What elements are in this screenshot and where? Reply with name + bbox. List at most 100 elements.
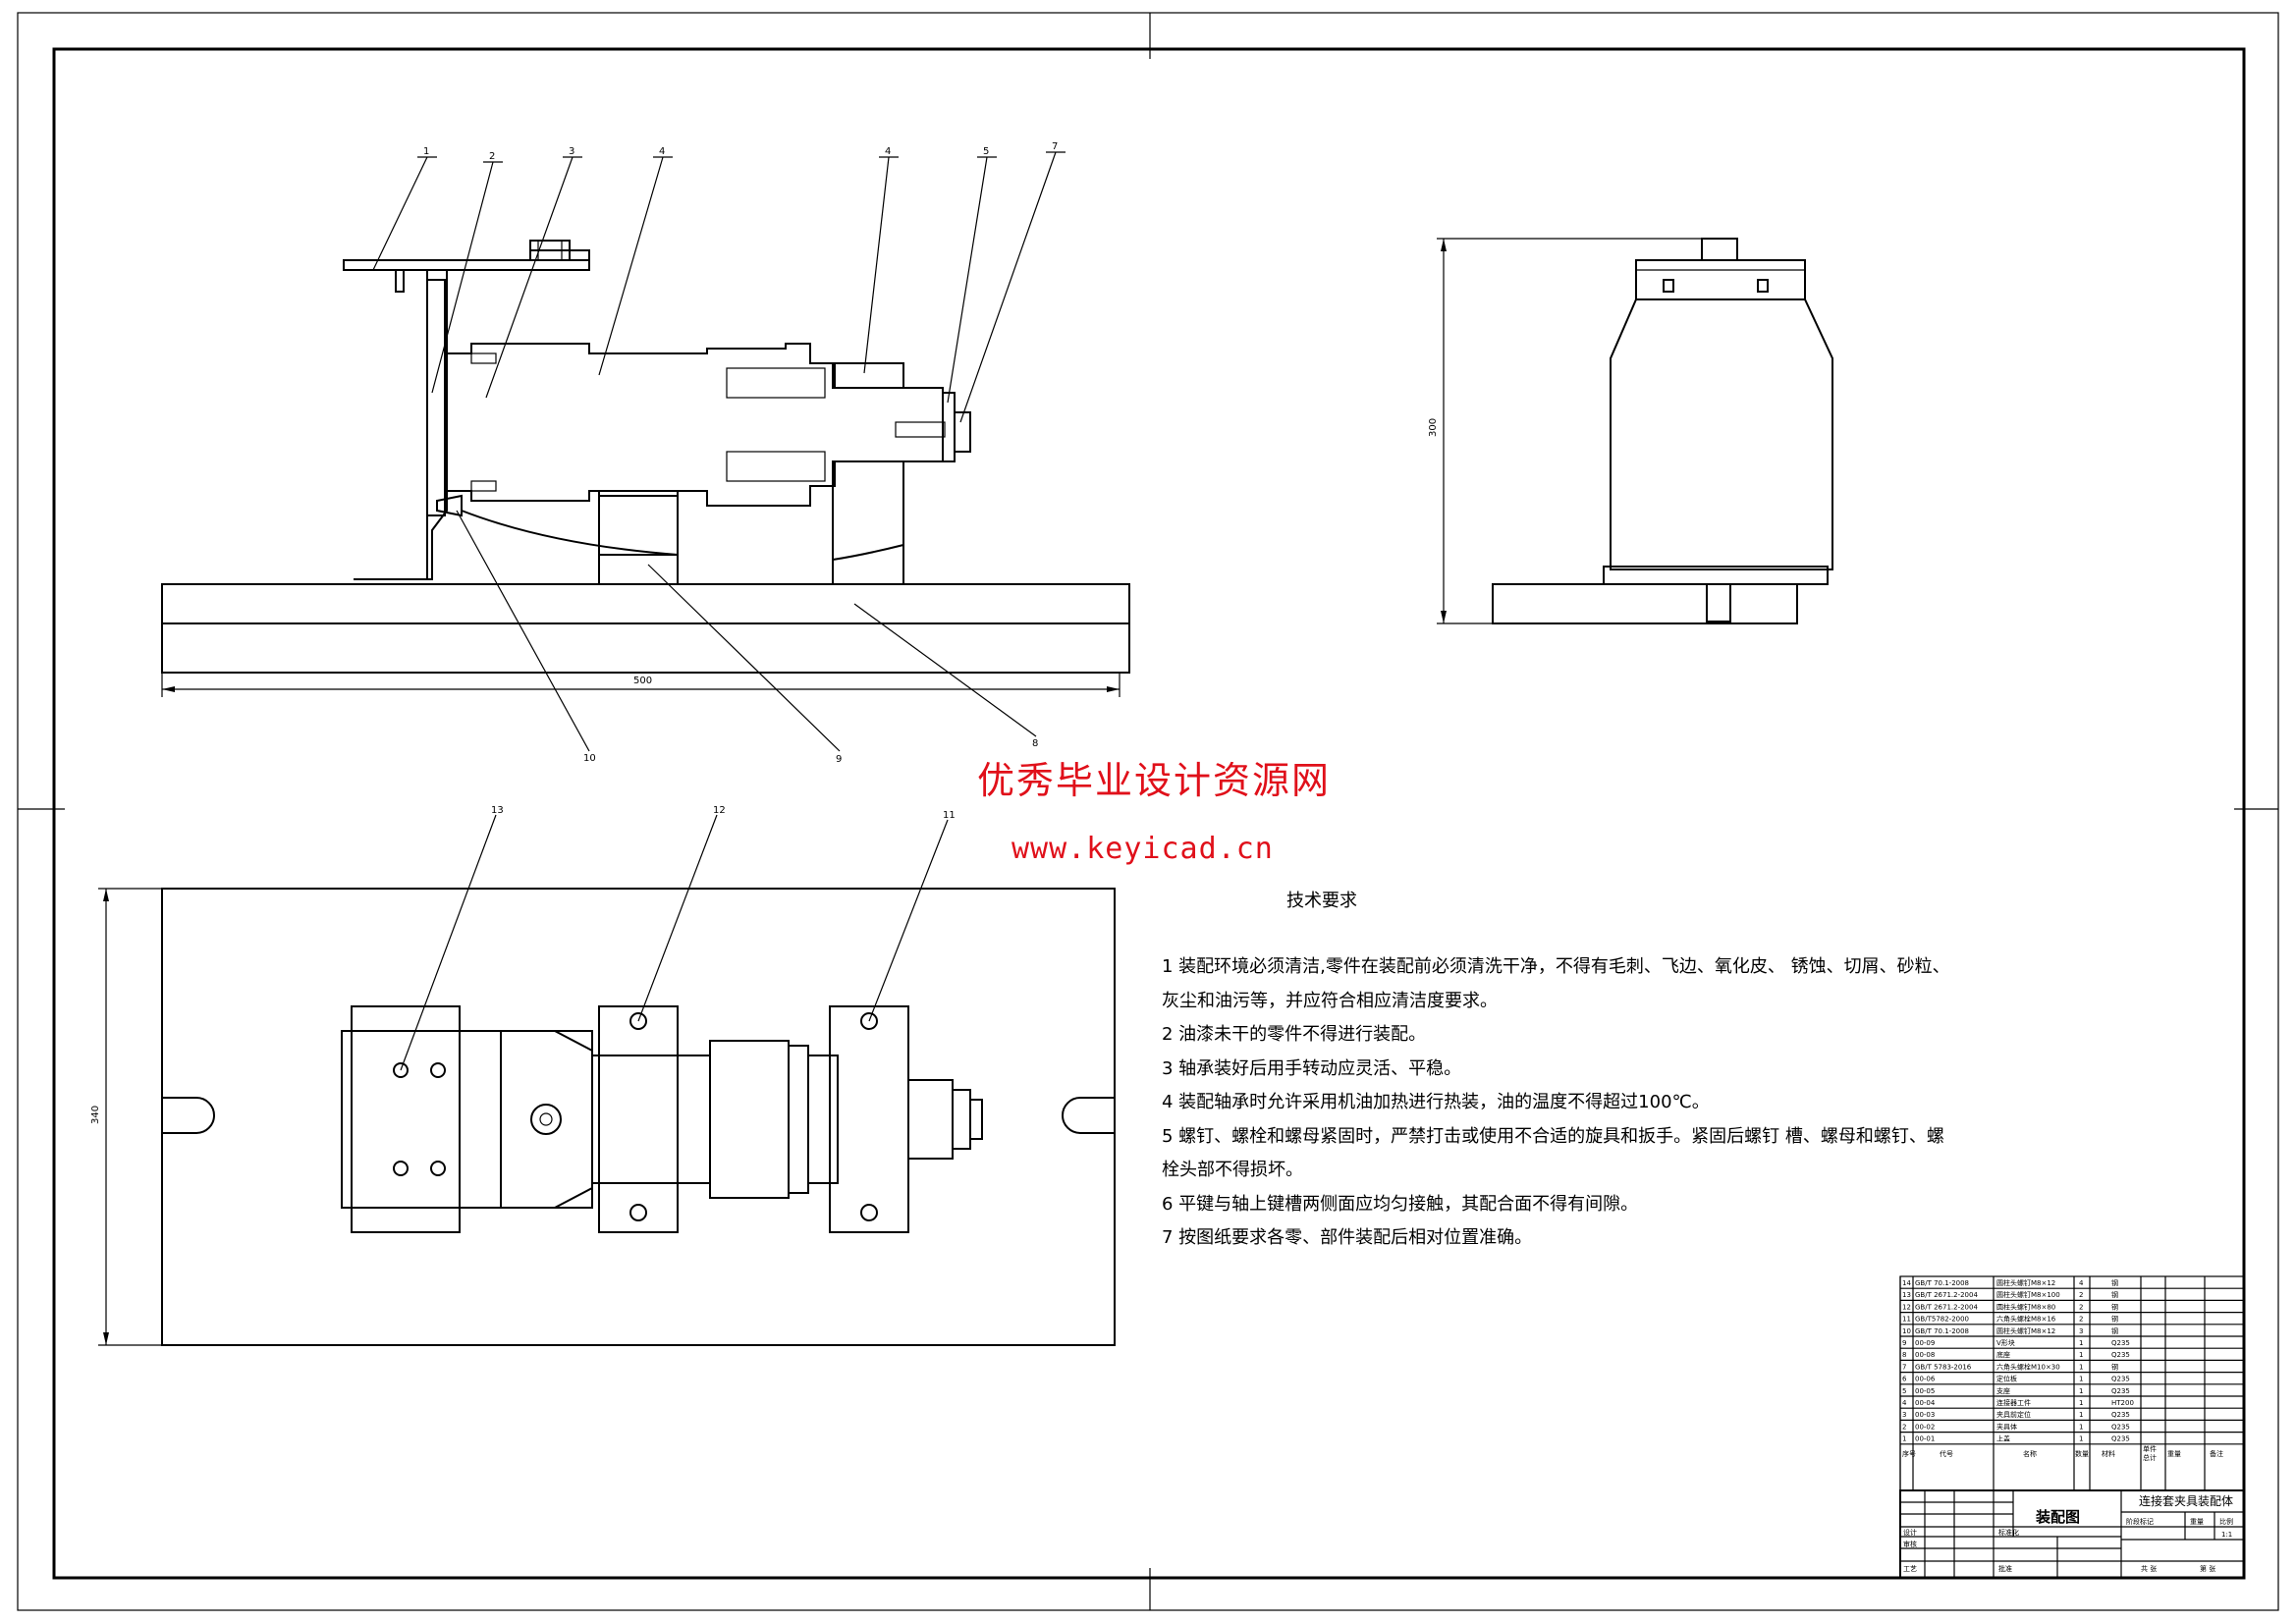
bom-cell-material: Q235 [2111, 1387, 2130, 1395]
bom-cell-code: GB/T5782-2000 [1915, 1316, 1969, 1324]
bom-cell-name: 圆柱头螺钉M8×12 [1996, 1278, 2055, 1287]
title-block-scale-label: 比例 [2219, 1517, 2233, 1526]
title-block [1899, 1489, 2245, 1579]
bom-cell-no: 11 [1902, 1316, 1911, 1324]
watermark-url: www.keyicad.cn [1011, 832, 1274, 866]
bom-header-code: 代号 [1940, 1449, 1953, 1458]
bom-cell-name: 六角头螺栓M10×30 [1996, 1362, 2060, 1371]
part-label-8: 8 [1032, 738, 1038, 749]
bom-cell-material: Q235 [2111, 1351, 2130, 1359]
bom-cell-name: V形块 [1996, 1338, 2015, 1347]
bom-cell-code: 00-08 [1915, 1351, 1935, 1359]
watermark-title: 优秀毕业设计资源网 [977, 759, 1331, 802]
tech-requirement-line: 灰尘和油污等，并应符合相应清洁度要求。 [1162, 990, 1498, 1011]
bom-cell-material: HT200 [2111, 1399, 2134, 1407]
title-block-design-label: 设计 [1903, 1528, 1917, 1537]
bom-cell-material: 钢 [2111, 1315, 2118, 1324]
bom-header-total: 总计 [2143, 1453, 2157, 1462]
title-block-product-name: 连接套夹具装配体 [2139, 1493, 2233, 1508]
bom-header-remark: 备注 [2210, 1449, 2223, 1458]
bom-cell-no: 3 [1902, 1411, 1906, 1419]
bom-cell-code: 00-09 [1915, 1339, 1935, 1347]
bom-header-single: 单件 [2143, 1444, 2157, 1453]
bom-cell-name: 连接器工件 [1996, 1398, 2031, 1407]
side-view [1437, 238, 1833, 624]
bom-cell-code: GB/T 70.1-2008 [1915, 1327, 1969, 1335]
part-label-9: 9 [836, 754, 842, 765]
bom-cell-code: 00-04 [1915, 1399, 1936, 1407]
bom-cell-material: Q235 [2111, 1423, 2130, 1431]
part-label-12: 12 [713, 805, 726, 816]
bom-cell-qty: 1 [2079, 1411, 2083, 1419]
tech-requirements-list: 1 装配环境必须清洁,零件在装配前必须清洗干净，不得有毛刺、飞边、氧化皮、 锈蚀… [1162, 950, 1950, 1256]
tech-requirement-line: 1 装配环境必须清洁,零件在装配前必须清洗干净，不得有毛刺、飞边、氧化皮、 锈蚀… [1162, 956, 1950, 977]
bom-cell-code: GB/T 2671.2-2004 [1915, 1303, 1978, 1311]
title-block-drawing-type: 装配图 [2035, 1508, 2080, 1526]
bom-cell-no: 6 [1902, 1376, 1907, 1383]
tech-requirement-line: 2 油漆未干的零件不得进行装配。 [1162, 1024, 1427, 1045]
bom-cell-qty: 2 [2079, 1303, 2083, 1311]
bom-cell-qty: 1 [2079, 1399, 2083, 1407]
bom-cell-material: 钢 [2111, 1290, 2118, 1299]
bom-cell-name: 圆柱头螺钉M8×12 [1996, 1326, 2055, 1335]
front-section-view [161, 240, 1130, 674]
title-block-scale: 1:1 [2221, 1531, 2232, 1539]
title-block-stage-mark: 阶段标记 [2126, 1517, 2154, 1526]
bom-cell-material: Q235 [2111, 1339, 2130, 1347]
dimension-side-text: 300 [1428, 418, 1439, 437]
bom-cell-qty: 1 [2079, 1339, 2083, 1347]
bom-cell-no: 1 [1902, 1435, 1906, 1443]
tech-requirement-line: 6 平键与轴上键槽两侧面应均匀接触，其配合面不得有间隙。 [1162, 1193, 1639, 1215]
bom-cell-no: 8 [1902, 1351, 1906, 1359]
bom-cell-no: 9 [1902, 1339, 1906, 1347]
sheet-border [17, 12, 2279, 1611]
bom-cell-name: 夹具体 [1996, 1422, 2017, 1431]
bom-header-weight: 重量 [2167, 1450, 2181, 1458]
bom-cell-no: 10 [1902, 1327, 1911, 1335]
bom-cell-qty: 1 [2079, 1435, 2083, 1443]
title-block-review-label: 审核 [1903, 1540, 1917, 1548]
bom-cell-qty: 4 [2079, 1279, 2084, 1287]
bom-cell-material: 钢 [2111, 1302, 2118, 1311]
title-block-process-label: 工艺 [1903, 1565, 1917, 1573]
bom-cell-name: 底座 [1996, 1350, 2010, 1359]
top-view [98, 814, 1116, 1346]
tech-requirement-line: 5 螺钉、螺栓和螺母紧固时，严禁打击或使用不合适的旋具和扳手。紧固后螺钉 槽、螺… [1162, 1125, 1944, 1147]
tech-requirements-title: 技术要求 [1286, 891, 1357, 911]
bom-cell-qty: 1 [2079, 1376, 2083, 1383]
bom-cell-name: 圆柱头螺钉M8×100 [1996, 1290, 2060, 1299]
part-label-5: 5 [983, 146, 989, 157]
dimension-top-text: 340 [90, 1106, 101, 1124]
bom-cell-code: 00-06 [1915, 1376, 1936, 1383]
bom-cell-no: 13 [1902, 1291, 1911, 1299]
bom-cell-name: 六角头螺栓M8×16 [1996, 1315, 2056, 1324]
title-block-sheet-label: 共 张 [2141, 1564, 2157, 1573]
part-label-13: 13 [491, 805, 504, 816]
bom-header-no: 序号 [1902, 1449, 1916, 1458]
bom-cell-no: 4 [1902, 1399, 1907, 1407]
part-label-2: 2 [489, 151, 495, 162]
bom-cell-qty: 1 [2079, 1363, 2083, 1371]
bom-header-name: 名称 [2023, 1449, 2037, 1458]
title-block-weight-label: 重量 [2190, 1518, 2204, 1526]
tech-requirement-line: 4 装配轴承时允许采用机油加热进行热装，油的温度不得超过100℃。 [1162, 1092, 1710, 1112]
bom-cell-no: 5 [1902, 1387, 1906, 1395]
title-block-approve-label: 批准 [1998, 1564, 2012, 1573]
bom-header-qty: 数量 [2075, 1449, 2089, 1458]
bom-cell-material: Q235 [2111, 1435, 2130, 1443]
bom-cell-code: GB/T 5783-2016 [1915, 1363, 1972, 1371]
bom-cell-qty: 1 [2079, 1423, 2083, 1431]
title-block-standard-label: 标准化 [1998, 1528, 2019, 1537]
front-leaders [372, 151, 1066, 752]
bom-cell-code: 00-02 [1915, 1423, 1935, 1431]
bom-cell-qty: 3 [2079, 1327, 2083, 1335]
bom-header-material: 材料 [2102, 1449, 2115, 1458]
dimension-width-text: 500 [633, 676, 652, 686]
bom-cell-qty: 1 [2079, 1351, 2083, 1359]
bom-cell-no: 12 [1902, 1303, 1911, 1311]
bom-cell-code: 00-05 [1915, 1387, 1935, 1395]
bom-cell-no: 2 [1902, 1423, 1906, 1431]
part-label-3: 3 [569, 146, 574, 157]
bom-cell-qty: 1 [2079, 1387, 2083, 1395]
